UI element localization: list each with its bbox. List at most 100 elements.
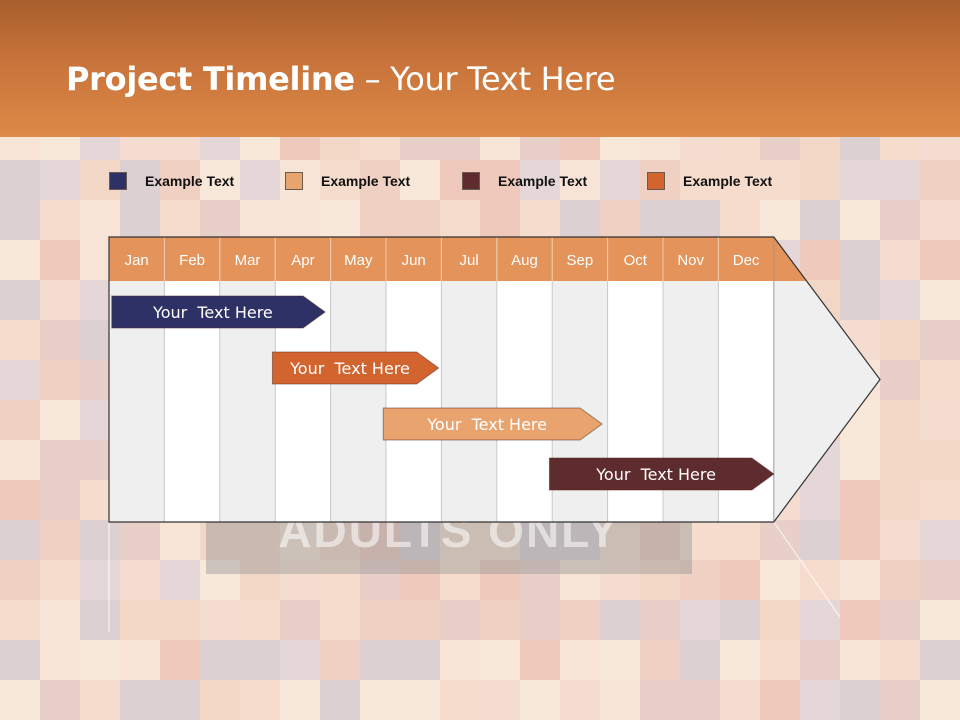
mosaic-tile (0, 680, 40, 720)
mosaic-tile (840, 600, 880, 640)
mosaic-tile (200, 600, 240, 640)
mosaic-tile (160, 600, 200, 640)
mosaic-tile (920, 400, 960, 440)
mosaic-tile (0, 480, 40, 520)
mosaic-tile (800, 200, 840, 240)
mosaic-tile (560, 160, 600, 200)
month-label: Aug (511, 252, 538, 269)
mosaic-tile (840, 680, 880, 720)
mosaic-tile (400, 520, 440, 560)
mosaic-tile (680, 200, 720, 240)
mosaic-tile (920, 200, 960, 240)
mosaic-tile (800, 160, 840, 200)
task-label-3: Your Text Here (426, 415, 547, 434)
mosaic-tile (800, 520, 840, 560)
mosaic-tile (840, 240, 880, 280)
legend-item-1: Example Text (109, 170, 234, 192)
task-bar-2 (271, 351, 440, 385)
mosaic-tile (40, 200, 80, 240)
mosaic-tile (360, 640, 400, 680)
mosaic-tile (800, 480, 840, 520)
mosaic-tile (40, 160, 80, 200)
mosaic-tile (440, 560, 480, 600)
mosaic-tile (920, 560, 960, 600)
mosaic-tile (0, 360, 40, 400)
month-label: Apr (291, 252, 314, 269)
mosaic-tile (120, 520, 160, 560)
mosaic-tile (240, 160, 280, 200)
mosaic-tile (760, 600, 800, 640)
mosaic-tile (520, 560, 560, 600)
mosaic-tile (280, 520, 320, 560)
mosaic-tile (520, 200, 560, 240)
mosaic-tile (840, 280, 880, 320)
mosaic-tile (280, 680, 320, 720)
mosaic-tile (40, 320, 80, 360)
mosaic-tile (600, 640, 640, 680)
mosaic-tile (840, 440, 880, 480)
mosaic-tile (40, 600, 80, 640)
mosaic-tile (840, 520, 880, 560)
mosaic-tile (280, 640, 320, 680)
mosaic-tile (560, 680, 600, 720)
mosaic-tile (240, 200, 280, 240)
task-bar-1 (111, 295, 326, 329)
mosaic-tile (80, 560, 120, 600)
mosaic-tile (880, 680, 920, 720)
mosaic-tile (640, 200, 680, 240)
mosaic-tile (480, 200, 520, 240)
mosaic-tile (920, 680, 960, 720)
mosaic-tile (480, 640, 520, 680)
mosaic-tile (160, 200, 200, 240)
legend-label-3: Example Text (498, 173, 588, 189)
mosaic-tile (200, 560, 240, 600)
mosaic-tile (400, 160, 440, 200)
mosaic-tile (320, 200, 360, 240)
mosaic-tile (240, 600, 280, 640)
legend-swatch-1 (109, 172, 127, 190)
month-header-band (109, 237, 807, 281)
mosaic-tile (80, 680, 120, 720)
mosaic-tile (40, 480, 80, 520)
mosaic-tile (760, 560, 800, 600)
mosaic-tile (680, 520, 720, 560)
mosaic-tile (200, 680, 240, 720)
mosaic-tile (160, 680, 200, 720)
mosaic-tile (840, 560, 880, 600)
mosaic-tile (440, 640, 480, 680)
month-column (386, 281, 442, 522)
mosaic-tile (640, 600, 680, 640)
mosaic-tile (80, 640, 120, 680)
mosaic-tile (360, 200, 400, 240)
chart-outline (108, 236, 881, 523)
mosaic-tile (200, 200, 240, 240)
mosaic-tile (0, 640, 40, 680)
mosaic-tile (480, 680, 520, 720)
legend-label-4: Example Text (683, 173, 773, 189)
mosaic-tile (600, 680, 640, 720)
mosaic-tile (600, 600, 640, 640)
mosaic-tile (920, 240, 960, 280)
mosaic-tile (880, 440, 920, 480)
month-label: Jan (125, 252, 149, 269)
mosaic-tile (320, 160, 360, 200)
mosaic-tile (640, 640, 680, 680)
mosaic-tile (0, 400, 40, 440)
mosaic-tile (480, 600, 520, 640)
mosaic-tile (280, 600, 320, 640)
mosaic-tile (160, 560, 200, 600)
mosaic-tile (880, 600, 920, 640)
mosaic-tile (0, 560, 40, 600)
mosaic-tile (920, 280, 960, 320)
legend-item-2: Example Text (285, 170, 410, 192)
mosaic-tile (200, 640, 240, 680)
mosaic-tile (160, 520, 200, 560)
mosaic-tile (160, 160, 200, 200)
legend-label-1: Example Text (145, 173, 235, 189)
mosaic-tile (560, 600, 600, 640)
month-label: Mar (235, 252, 261, 269)
month-label: May (344, 252, 373, 269)
mosaic-tile (240, 560, 280, 600)
mosaic-tile (680, 680, 720, 720)
